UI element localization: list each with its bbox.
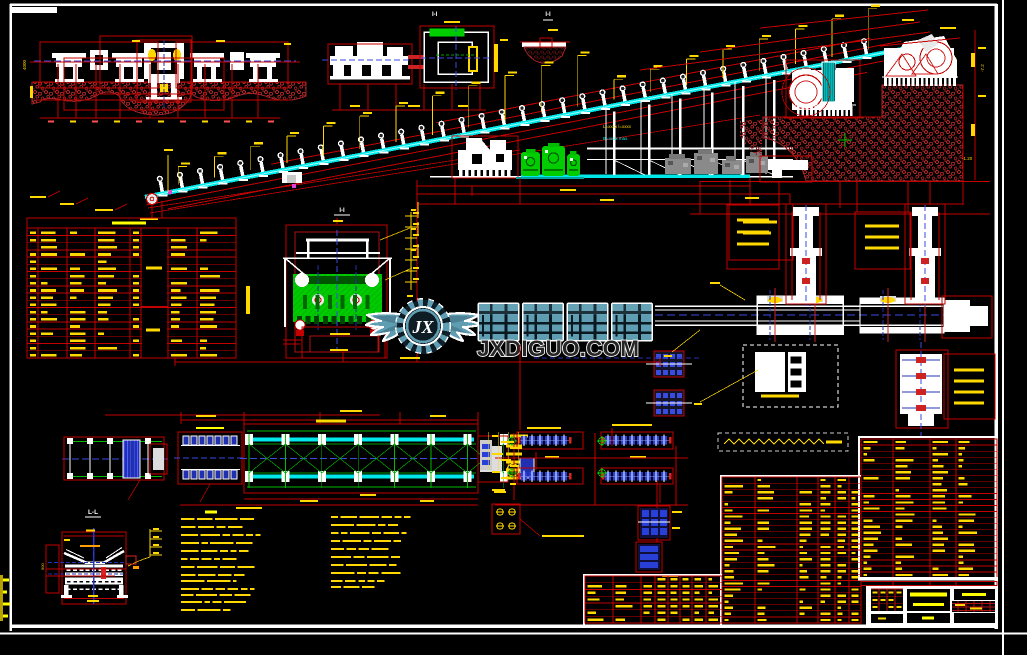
svg-text:-1.20: -1.20 [962,156,973,161]
svg-text:I-I: I-I [339,208,345,214]
svg-text:L-L: L-L [88,509,98,516]
svg-text:I-I: I-I [545,12,551,18]
svg-text:B=xxxx max: B=xxxx max [603,136,628,141]
svg-text:900: 900 [40,563,45,570]
svg-text:4000: 4000 [22,59,27,70]
svg-text:JX: JX [411,317,434,337]
svg-text:L=xxxx l=xxxx: L=xxxx l=xxxx [603,124,632,129]
svg-text:I-I: I-I [432,12,438,18]
svg-text:JXDIGUO.COM: JXDIGUO.COM [477,336,639,361]
svg-text:-7.2: -7.2 [980,64,985,72]
